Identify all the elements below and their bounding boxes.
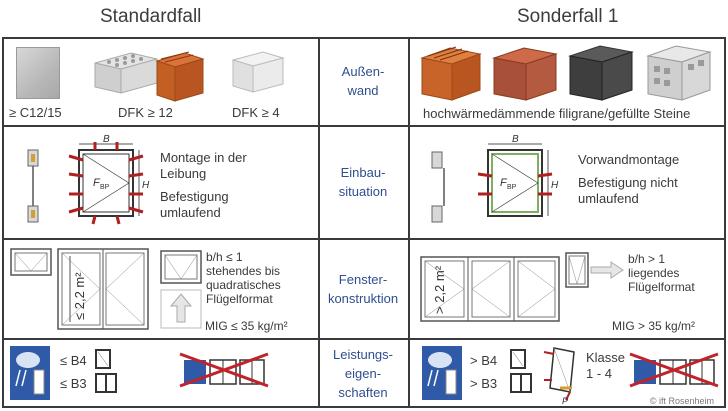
- row-label-fensterkonstruktion: Fenster- konstruktion: [327, 272, 399, 306]
- perf-b3-right: > B3: [470, 376, 498, 391]
- dim-b-right: B: [512, 134, 519, 145]
- hollow-brick-images: [94, 51, 205, 102]
- row-label-leistungseigenschaften: Leistungs- eigen- schaften: [333, 347, 393, 400]
- install-text-left-1: Montage in der Leibung: [160, 150, 247, 181]
- window-format-icon-left: [160, 250, 202, 329]
- force-right: F: [500, 177, 508, 189]
- window-icon-b4-left: [95, 349, 111, 369]
- dim-h-right: H: [551, 180, 559, 191]
- mig-text-right: MIG > 35 kg/m²: [612, 319, 696, 333]
- dim-h-left: H: [142, 180, 150, 191]
- mig-text-left: MIG ≤ 35 kg/m²: [205, 319, 288, 333]
- weather-icon-right: [422, 346, 462, 400]
- dim-b-left: B: [103, 134, 110, 145]
- wall-label-dfk4: DFK ≥ 4: [232, 105, 280, 120]
- window-diagram-right: B F BP H: [477, 134, 559, 217]
- window-elevation-right: > 2,2 m²: [420, 256, 560, 322]
- window-format-icon-right: [565, 252, 624, 288]
- height-dim-right: > 2,2 m²: [432, 265, 447, 314]
- copyright: © ift Rosenheim: [649, 396, 714, 406]
- concrete-block-image: [16, 47, 60, 99]
- header-standardfall: Standardfall: [100, 6, 202, 27]
- install-text-left-2: Befestigung umlaufend: [160, 189, 229, 220]
- wall-caption-special: hochwärmedämmende filigrane/gefüllte Ste…: [423, 106, 691, 121]
- format-text-right: b/h > 1 liegendes Flügelformat: [628, 252, 695, 294]
- window-icon-b4-right: [510, 349, 526, 369]
- row-divider: [2, 238, 726, 240]
- special-brick-images: [420, 45, 712, 101]
- row-divider: [318, 406, 410, 408]
- klasse-text: Klasse 1 - 4: [586, 350, 626, 381]
- wall-label-concrete: ≥ C12/15: [9, 105, 62, 120]
- window-elevation-left: ≤ 2,2 m²: [10, 248, 149, 330]
- wall-label-dfk12: DFK ≥ 12: [118, 105, 173, 120]
- install-text-right-2: Befestigung nicht umlaufend: [578, 175, 678, 206]
- row-divider: [2, 338, 726, 340]
- weather-icon-left: [10, 346, 50, 400]
- row-label-einbausituation: Einbau- situation: [338, 165, 388, 199]
- install-text-right-1: Vorwandmontage: [578, 152, 680, 167]
- format-text-left: b/h ≤ 1 stehendes bis quadratisches Flüg…: [206, 250, 281, 306]
- load-test-diagram: P: [543, 347, 575, 406]
- window-icon-b3-right: [510, 373, 532, 393]
- install-section-left: [27, 149, 39, 223]
- force-left: F: [93, 177, 101, 189]
- height-dim-left: ≤ 2,2 m²: [72, 272, 87, 320]
- force-sub-right: BP: [507, 184, 517, 191]
- row-label-aussenwand: Außen- wand: [341, 64, 385, 98]
- row-divider: [2, 125, 726, 127]
- perf-b4-left: ≤ B4: [60, 353, 87, 368]
- force-sub-left: BP: [100, 184, 110, 191]
- window-diagram-left: B F BP H: [68, 134, 150, 225]
- install-section-right: [431, 151, 445, 223]
- perf-b4-right: > B4: [470, 353, 498, 368]
- window-icon-b3-left: [95, 373, 117, 393]
- perf-b3-left: ≤ B3: [60, 376, 87, 391]
- aerated-block-image: [231, 51, 285, 93]
- header-sonderfall: Sonderfall 1: [517, 6, 619, 27]
- excluded-icons-left: [179, 352, 269, 388]
- row-divider: [318, 37, 410, 39]
- excluded-icons-right: [629, 352, 719, 388]
- load-p-label: P: [562, 396, 568, 406]
